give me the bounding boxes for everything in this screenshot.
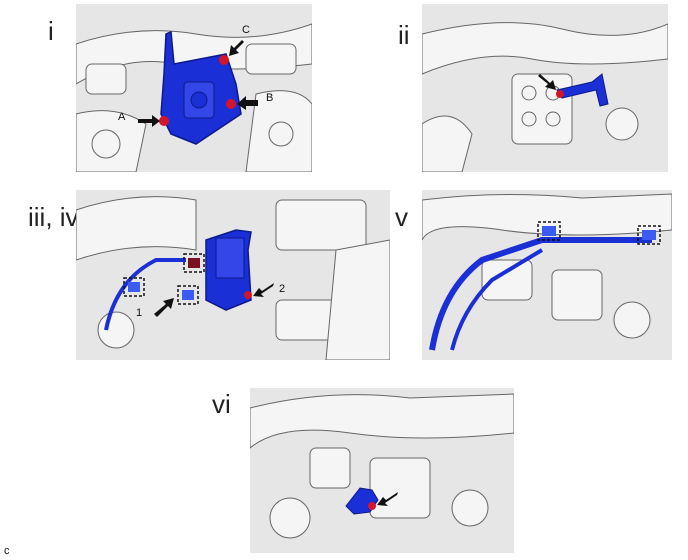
panel-step-iii-iv: 1 2 [76, 190, 390, 360]
reservoir-part [205, 229, 252, 311]
arrow-icon [237, 96, 258, 110]
arrow-icon [377, 492, 398, 506]
panel-step-i: A B C [76, 4, 312, 172]
illustration-step-vi [250, 388, 514, 553]
callout-1: 1 [136, 307, 142, 319]
callout-C: C [242, 24, 250, 36]
bolt-icon [368, 502, 376, 510]
bolt-icon [556, 90, 564, 98]
dashed-box-icon [537, 221, 561, 241]
dashed-box-icon [177, 285, 199, 305]
step-label-ii: ii [398, 20, 410, 50]
arrow-icon [538, 74, 556, 90]
bolt-icon [159, 116, 169, 126]
illustration-step-iii-iv: 1 2 [76, 190, 390, 360]
step-label-vi: vi [212, 389, 231, 419]
callout-B: B [266, 92, 273, 104]
arrow-icon [154, 298, 174, 317]
step-label-v: v [395, 202, 408, 232]
callout-A: A [118, 111, 126, 123]
illustration-step-v [422, 190, 672, 360]
panel-step-vi [250, 388, 514, 553]
bracket-part [556, 73, 609, 107]
panel-step-ii [422, 4, 668, 172]
step-label-i: i [48, 16, 54, 46]
step-label-iii-iv: iii, iv [28, 202, 79, 232]
illustration-step-ii [422, 4, 668, 172]
bolt-icon [219, 55, 229, 65]
panel-step-v [422, 190, 672, 360]
illustration-step-i: A B C [76, 4, 312, 172]
arrow-icon [138, 115, 160, 127]
dashed-box-icon [637, 225, 661, 245]
dashed-box-icon [123, 277, 145, 297]
arrow-icon [253, 283, 274, 297]
arrow-icon [229, 40, 244, 56]
pipe-part [429, 237, 652, 351]
bolt-icon [244, 291, 252, 299]
callout-2: 2 [279, 283, 285, 295]
bolt-icon [226, 99, 236, 109]
dashed-box-icon [183, 253, 205, 273]
figure-code: c [4, 545, 10, 557]
